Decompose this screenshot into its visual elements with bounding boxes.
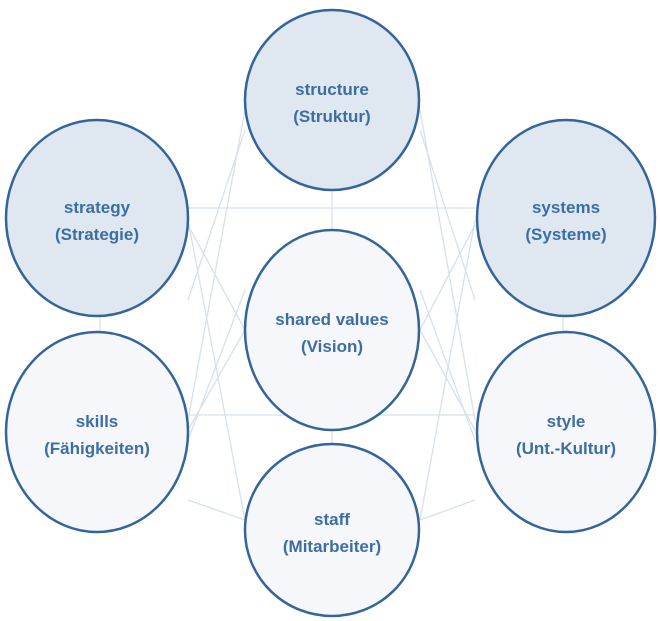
node-label-line1: style bbox=[547, 412, 586, 431]
node-label-line1: structure bbox=[295, 80, 369, 99]
node-label-line1: shared values bbox=[275, 310, 388, 329]
node-label-line1: skills bbox=[76, 412, 119, 431]
node-label-line2: (Strategie) bbox=[55, 225, 139, 244]
connection-line bbox=[187, 129, 246, 301]
node-label-line1: strategy bbox=[64, 198, 131, 217]
node-label-line2: (Fähigkeiten) bbox=[44, 439, 150, 458]
node-label-line1: systems bbox=[532, 198, 600, 217]
node-structure: structure (Struktur) bbox=[243, 8, 421, 192]
connection-line bbox=[419, 219, 476, 521]
node-skills: skills (Fähigkeiten) bbox=[4, 330, 190, 534]
connection-line bbox=[419, 289, 476, 441]
node-circle bbox=[4, 118, 190, 318]
nodes: structure (Struktur) strategy (Strategie) sy… bbox=[4, 8, 657, 618]
connection-line bbox=[187, 499, 246, 521]
node-label-line2: (Mitarbeiter) bbox=[283, 537, 381, 556]
node-label-line2: (Vision) bbox=[301, 337, 363, 356]
connection-line bbox=[187, 109, 246, 421]
node-circle bbox=[243, 8, 421, 192]
node-shared-values: shared values (Vision) bbox=[243, 228, 421, 432]
node-circle bbox=[243, 228, 421, 432]
connection-line bbox=[419, 109, 476, 421]
connection-lines bbox=[99, 109, 564, 521]
node-label-line2: (Unt.-Kultur) bbox=[516, 439, 616, 458]
connection-line bbox=[419, 224, 476, 331]
node-systems: systems (Systeme) bbox=[475, 118, 657, 318]
node-circle bbox=[4, 330, 190, 534]
node-staff: staff (Mitarbeiter) bbox=[243, 442, 421, 618]
connection-line bbox=[419, 499, 476, 521]
connection-line bbox=[187, 224, 246, 331]
node-circle bbox=[475, 330, 657, 534]
node-style: style (Unt.-Kultur) bbox=[475, 330, 657, 534]
node-label-line2: (Systeme) bbox=[525, 225, 606, 244]
connection-line bbox=[419, 129, 476, 301]
node-label-line2: (Struktur) bbox=[293, 107, 370, 126]
connection-line bbox=[187, 219, 246, 521]
node-strategy: strategy (Strategie) bbox=[4, 118, 190, 318]
node-circle bbox=[475, 118, 657, 318]
node-label-line1: staff bbox=[314, 510, 350, 529]
connection-line bbox=[187, 289, 246, 441]
node-circle bbox=[243, 442, 421, 618]
